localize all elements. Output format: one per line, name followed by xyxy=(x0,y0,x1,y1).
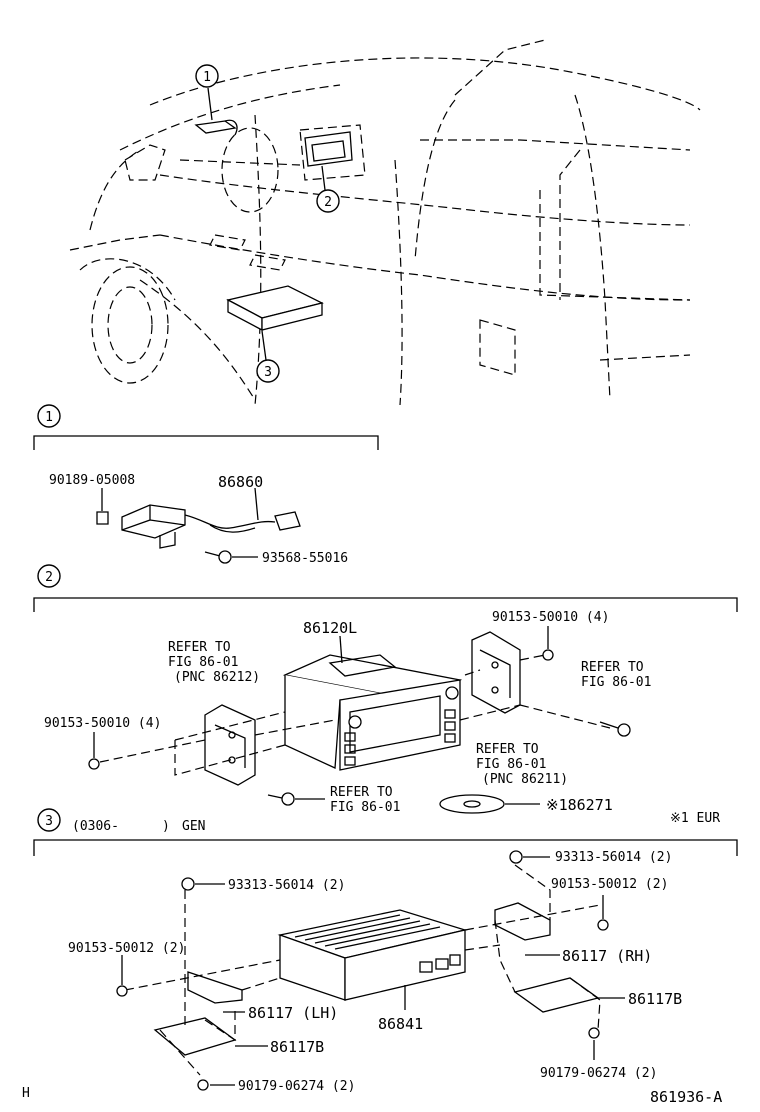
part-90153-50012-left: 90153-50012 (2) xyxy=(68,941,185,956)
vehicle-overview-illustration xyxy=(69,39,701,406)
part-86120L: 86120L xyxy=(303,619,357,637)
svg-text:3: 3 xyxy=(45,814,53,829)
part-90153-50010-left: 90153-50010 (4) xyxy=(44,716,161,731)
part-86117B-right: 86117B xyxy=(628,990,682,1008)
part-90179-06274-right: 90179-06274 (2) xyxy=(540,1066,657,1081)
section-3-parts xyxy=(116,850,625,1091)
part-90153-50012-right: 90153-50012 (2) xyxy=(551,877,668,892)
eur-note: ※1 EUR xyxy=(670,811,720,826)
part-93568-55016: 93568-55016 xyxy=(262,551,348,566)
svg-text:2: 2 xyxy=(45,570,53,585)
svg-text:3: 3 xyxy=(264,365,272,380)
part-86117B-left: 86117B xyxy=(270,1038,324,1056)
part-90179-06274-left: 90179-06274 (2) xyxy=(238,1079,355,1094)
part-93313-56014-right: 93313-56014 (2) xyxy=(555,850,672,865)
footer-left-mark: H xyxy=(22,1086,30,1101)
part-86271: ※186271 xyxy=(546,796,613,814)
part-93313-56014-left: 93313-56014 (2) xyxy=(228,878,345,893)
date-code-close: ) xyxy=(162,819,170,834)
overview-callout-1: 1 xyxy=(195,64,219,88)
svg-text:2: 2 xyxy=(324,195,332,210)
refer-left-line-3: (PNC 86212) xyxy=(174,670,260,685)
part-86117-lh: 86117 (LH) xyxy=(248,1004,338,1022)
svg-text:1: 1 xyxy=(45,410,53,425)
part-86841: 86841 xyxy=(378,1015,423,1033)
refer-right-top-line-2: FIG 86-01 xyxy=(581,675,651,690)
refer-right-mid-line-2: FIG 86-01 xyxy=(476,757,546,772)
date-code: (0306- xyxy=(72,819,119,834)
part-90189-05008: 90189-05008 xyxy=(49,473,135,488)
figure-id: 861936-A xyxy=(650,1088,722,1106)
refer-bottom-line-2: FIG 86-01 xyxy=(330,800,400,815)
refer-right-top-line-1: REFER TO xyxy=(581,660,644,675)
section-2-parts xyxy=(88,626,631,814)
refer-bottom-line-1: REFER TO xyxy=(330,785,393,800)
svg-text:1: 1 xyxy=(203,70,211,85)
section-2-header: 2 xyxy=(33,564,738,612)
gen-label: GEN xyxy=(182,819,205,834)
part-86117-rh: 86117 (RH) xyxy=(562,947,652,965)
section-1-parts xyxy=(96,487,301,564)
part-90153-50010-right: 90153-50010 (4) xyxy=(492,610,609,625)
overview-callout-2: 2 xyxy=(316,189,340,213)
section-3-header: 3 xyxy=(33,808,738,856)
section-1-header: 1 xyxy=(33,404,379,450)
overview-callout-3: 3 xyxy=(256,359,280,383)
refer-left-line-2: FIG 86-01 xyxy=(168,655,238,670)
refer-right-mid-line-1: REFER TO xyxy=(476,742,539,757)
refer-left-line-1: REFER TO xyxy=(168,640,231,655)
part-86860: 86860 xyxy=(218,473,263,491)
refer-right-mid-line-3: (PNC 86211) xyxy=(482,772,568,787)
